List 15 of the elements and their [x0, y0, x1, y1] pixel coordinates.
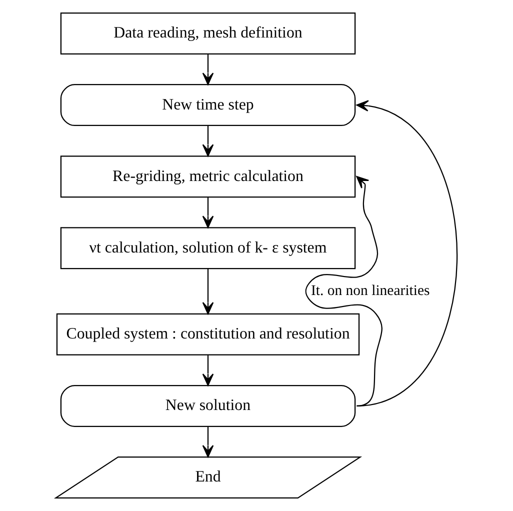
arrow — [202, 355, 214, 386]
arrow — [305, 176, 382, 407]
arrow — [202, 197, 214, 228]
node-box: New solution — [60, 384, 356, 427]
node-box: Coupled system : constitution and resolution — [56, 313, 360, 356]
arrow — [202, 126, 214, 157]
node-box: New time step — [60, 84, 356, 126]
node-box: νt calculation, solution of k- ε system — [60, 227, 356, 270]
arrow — [356, 100, 458, 407]
arrow — [202, 268, 214, 314]
arrow — [202, 54, 214, 85]
node-box: Data reading, mesh definition — [60, 12, 356, 54]
node-box: Re-griding, metric calculation — [60, 156, 356, 198]
edge-label: It. on non linearities — [310, 283, 430, 300]
arrow — [202, 426, 214, 458]
